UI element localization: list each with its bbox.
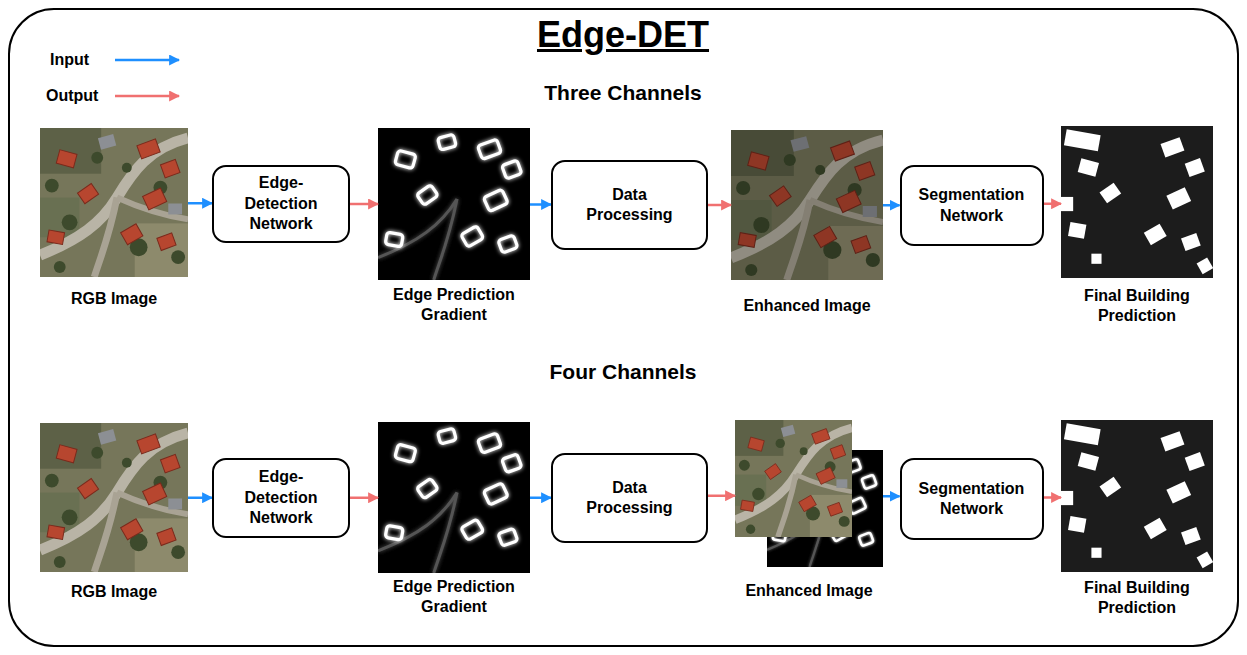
box-label: Edge- Detection Network xyxy=(231,173,331,234)
legend-arrow xyxy=(115,85,185,107)
box-label: Data Processing xyxy=(580,478,680,519)
process-box: Data Processing xyxy=(551,453,708,543)
caption-text: Enhanced Image xyxy=(725,296,889,316)
image-caption: RGB Image xyxy=(34,289,194,309)
output-arrow xyxy=(708,495,735,498)
image-caption: Final Building Prediction xyxy=(1055,286,1219,327)
image-caption: Edge Prediction Gradient xyxy=(372,577,536,618)
box-label: Edge- Detection Network xyxy=(231,467,331,528)
box-label: Segmentation Network xyxy=(912,479,1032,520)
input-arrow xyxy=(883,204,900,207)
image-panel: RGB Image xyxy=(40,128,188,277)
section-heading: Three Channels xyxy=(544,81,702,105)
caption-text: RGB Image xyxy=(34,289,194,309)
diagram-title: Edge-DET xyxy=(537,14,709,56)
legend-label: Output xyxy=(46,85,98,107)
image-caption: RGB Image xyxy=(34,582,194,602)
process-box: Edge- Detection Network xyxy=(212,458,350,538)
input-arrow xyxy=(188,497,212,500)
input-arrow xyxy=(188,202,212,205)
image-panel: Edge Prediction Gradient xyxy=(378,128,530,280)
legend-label: Input xyxy=(50,49,89,71)
caption-text: Enhanced Image xyxy=(729,581,889,601)
image-caption: Enhanced Image xyxy=(725,296,889,316)
output-arrow xyxy=(708,204,731,207)
input-arrow xyxy=(530,203,551,206)
section-heading: Four Channels xyxy=(549,360,696,384)
legend-entry: Input xyxy=(50,49,89,71)
process-box: Segmentation Network xyxy=(900,458,1044,540)
image-caption: Final Building Prediction xyxy=(1055,578,1219,619)
box-label: Data Processing xyxy=(580,185,680,226)
output-arrow xyxy=(1044,496,1062,499)
caption-text: Edge Prediction Gradient xyxy=(372,285,536,326)
caption-text: RGB Image xyxy=(34,582,194,602)
output-arrow xyxy=(350,497,378,500)
image-caption: Edge Prediction Gradient xyxy=(372,285,536,326)
output-arrow xyxy=(1044,203,1062,206)
caption-text: Final Building Prediction xyxy=(1055,578,1219,619)
box-label: Segmentation Network xyxy=(912,185,1032,226)
process-box: Segmentation Network xyxy=(900,165,1044,246)
image-panel: Enhanced Image xyxy=(735,420,883,567)
output-arrow xyxy=(350,203,378,206)
legend-arrow xyxy=(115,49,185,71)
input-arrow xyxy=(883,495,900,498)
image-panel: Edge Prediction Gradient xyxy=(378,422,530,573)
image-panel: Enhanced Image xyxy=(731,130,883,280)
input-arrow xyxy=(530,497,551,500)
legend-entry: Output xyxy=(46,85,98,107)
image-panel: Final Building Prediction xyxy=(1061,126,1213,278)
image-panel: Final Building Prediction xyxy=(1061,420,1213,572)
caption-text: Final Building Prediction xyxy=(1055,286,1219,327)
image-caption: Enhanced Image xyxy=(729,581,889,601)
caption-text: Edge Prediction Gradient xyxy=(372,577,536,618)
process-box: Edge- Detection Network xyxy=(212,165,350,243)
image-panel: RGB Image xyxy=(40,423,188,572)
process-box: Data Processing xyxy=(551,160,708,250)
